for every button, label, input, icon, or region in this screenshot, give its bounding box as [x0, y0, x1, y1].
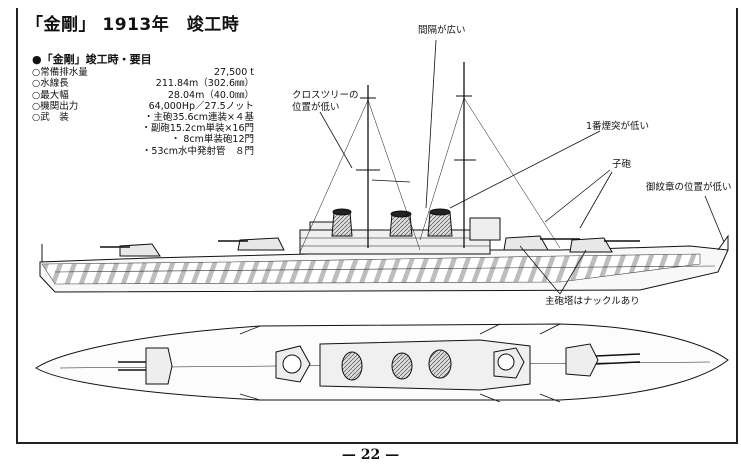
spec-label: ○常備排水量 — [32, 67, 88, 79]
spec-value: 28.04m（40.0㎜） — [167, 89, 254, 101]
spec-label: ○水線長 — [32, 78, 69, 90]
annotation-crest: 御紋章の位置が低い — [646, 182, 732, 193]
spec-value: 27,500 t — [214, 67, 254, 79]
plan-funnel-2 — [391, 352, 413, 380]
plan-superstructure — [319, 339, 531, 391]
spec-row-waterline-length: ○水線長 211.84m（302.6㎜） — [32, 78, 254, 89]
page-frame — [16, 8, 738, 444]
top-plan — [35, 323, 729, 403]
spec-row-displacement: ○常備排水量 27,500 t — [32, 67, 254, 78]
plan-funnel-1 — [341, 351, 363, 381]
spec-row-beam: ○最大幅 28.04m（40.0㎜） — [32, 90, 254, 101]
spec-subtitle: ●「金剛」竣工時・要目 — [32, 53, 152, 66]
side-profile — [39, 62, 729, 293]
leader-lines — [319, 39, 725, 295]
bridge — [469, 217, 501, 241]
annotation-funnel: 1番煙突が低い — [586, 121, 650, 132]
spec-row-armament: ○武 装 ・主砲35.6cm連装×４基 — [32, 112, 254, 123]
annotation-spacing: 間隔が広い — [418, 25, 466, 36]
spec-row-power: ○機関出力 64,000Hp／27.5ノット — [32, 101, 254, 112]
spec-value: ・主砲35.6cm連装×４基 — [143, 111, 254, 123]
fore-turret-b — [503, 235, 549, 251]
funnel-1 — [331, 211, 353, 237]
annotation-turret: 主砲塔はナックルあり — [545, 296, 640, 307]
fore-turret-a — [569, 237, 613, 253]
plan-turret-a — [565, 343, 599, 377]
armament-line: ・ 8cm単装砲12門 — [170, 134, 254, 146]
funnel-3 — [427, 211, 453, 237]
annotation-secondary-gun: 子砲 — [612, 159, 632, 170]
page-title: 「金剛」 1913年 竣工時 — [26, 15, 240, 35]
plan-turret-y — [145, 347, 173, 385]
spec-value: 211.84m（302.6㎜） — [155, 78, 254, 90]
spec-label: ○武 装 — [32, 111, 69, 123]
armament-line: ・副砲15.2cm単装×16門 — [141, 123, 254, 135]
spec-value: 64,000Hp／27.5ノット — [148, 100, 254, 112]
aft-turret-x — [237, 237, 285, 251]
spec-label: ○機関出力 — [32, 100, 79, 112]
aft-turret-y — [119, 243, 161, 257]
annotation-crosstree-2: 位置が低い — [292, 102, 340, 113]
bow-stem — [717, 234, 729, 251]
plan-funnel-3 — [428, 349, 452, 379]
spec-label: ○最大幅 — [32, 89, 69, 101]
spec-table: ●「金剛」竣工時・要目 ○常備排水量 27,500 t ○水線長 211.84m… — [32, 54, 254, 157]
annotation-crosstree-1: クロスツリーの — [292, 90, 359, 101]
page-number: — 22 — — [341, 447, 400, 463]
armament-line: ・53cm水中発射管 ８門 — [141, 145, 254, 157]
